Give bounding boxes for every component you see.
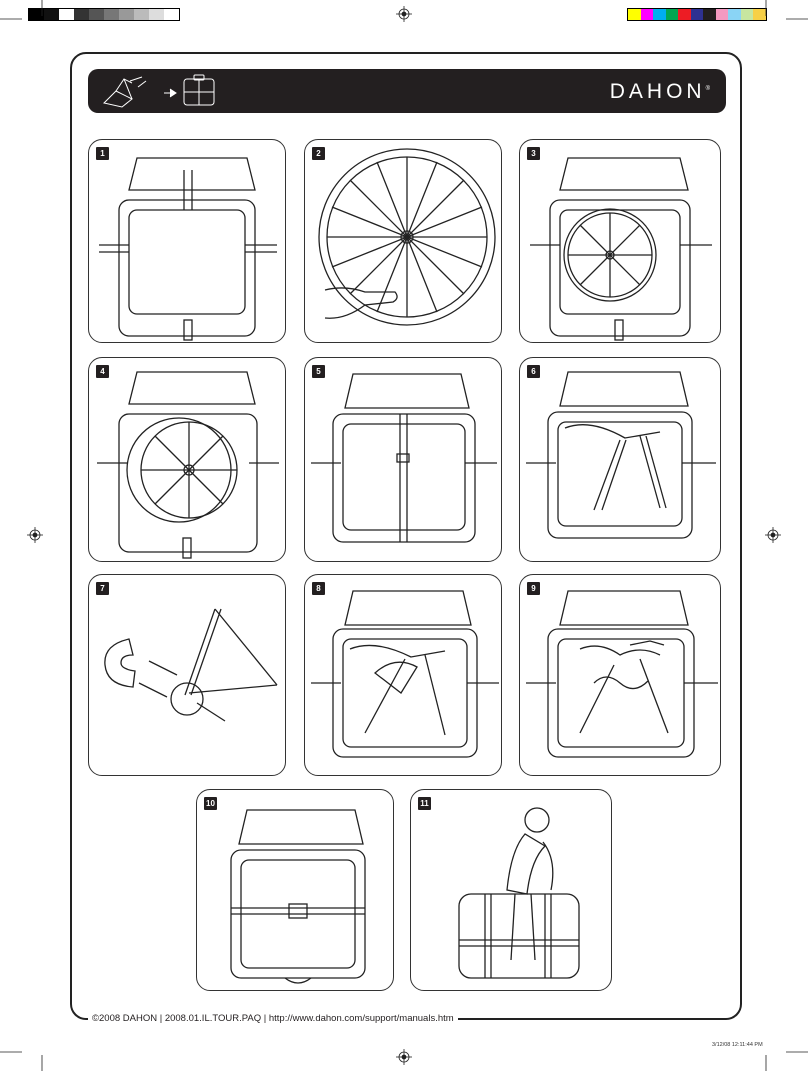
case-full-bike-illustration [526,590,718,758]
color-swatch [665,9,678,20]
registration-mark-right [765,527,781,543]
case-frame-protector-illustration [311,590,499,758]
registration-mark-left [27,527,43,543]
case-closing-illustration [230,809,366,984]
step-number: 6 [527,365,540,378]
print-timestamp: 3/12/08 12:11:44 PM [712,1042,763,1048]
step-number: 1 [96,147,109,160]
step-number: 4 [96,365,109,378]
case-with-frame-illustration [526,371,716,539]
step-panel-8: 8 [304,574,502,776]
color-swatch [715,9,728,20]
color-swatch [690,9,703,20]
open-case-illustration [99,157,277,341]
frame-protector-illustration [104,608,278,722]
step-panel-3: 3 [519,139,721,343]
case-with-wheel-illustration [530,157,712,341]
case-with-two-wheels-illustration [97,371,279,559]
color-swatch [753,9,766,20]
case-with-strap-illustration [311,373,497,543]
step-number: 7 [96,582,109,595]
color-swatch [740,9,753,20]
person-carrying-case-illustration [458,807,580,979]
step-panel-7: 7 [88,574,286,776]
step-number: 5 [312,365,325,378]
step-panel-11: 11 [410,789,612,991]
step-panel-6: 6 [519,357,721,562]
color-swatch [628,9,641,20]
header-bar: DAHON® [88,69,726,113]
dahon-logo: DAHON® [609,80,710,103]
step-number: 10 [204,797,217,810]
footer-copyright-url: ©2008 DAHON | 2008.01.IL.TOUR.PAQ | http… [88,1013,458,1024]
step-panel-1: 1 [88,139,286,343]
color-swatch [653,9,666,20]
step-number: 9 [527,582,540,595]
grayscale-calibration-bar [28,8,180,21]
color-swatch [728,9,741,20]
step-panel-9: 9 [519,574,721,776]
bike-to-case-icon [103,74,215,108]
step-number: 3 [527,147,540,160]
step-panel-2: 2 [304,139,502,343]
step-panel-4: 4 [88,357,286,562]
step-number: 2 [312,147,325,160]
registration-mark-top [396,6,412,22]
color-swatch [640,9,653,20]
step-number: 8 [312,582,325,595]
step-number: 11 [418,797,431,810]
color-swatch [678,9,691,20]
step-panel-10: 10 [196,789,394,991]
wheel-removal-illustration [318,148,496,326]
color-swatch [703,9,716,20]
step-panel-5: 5 [304,357,502,562]
registration-mark-bottom [396,1049,412,1065]
